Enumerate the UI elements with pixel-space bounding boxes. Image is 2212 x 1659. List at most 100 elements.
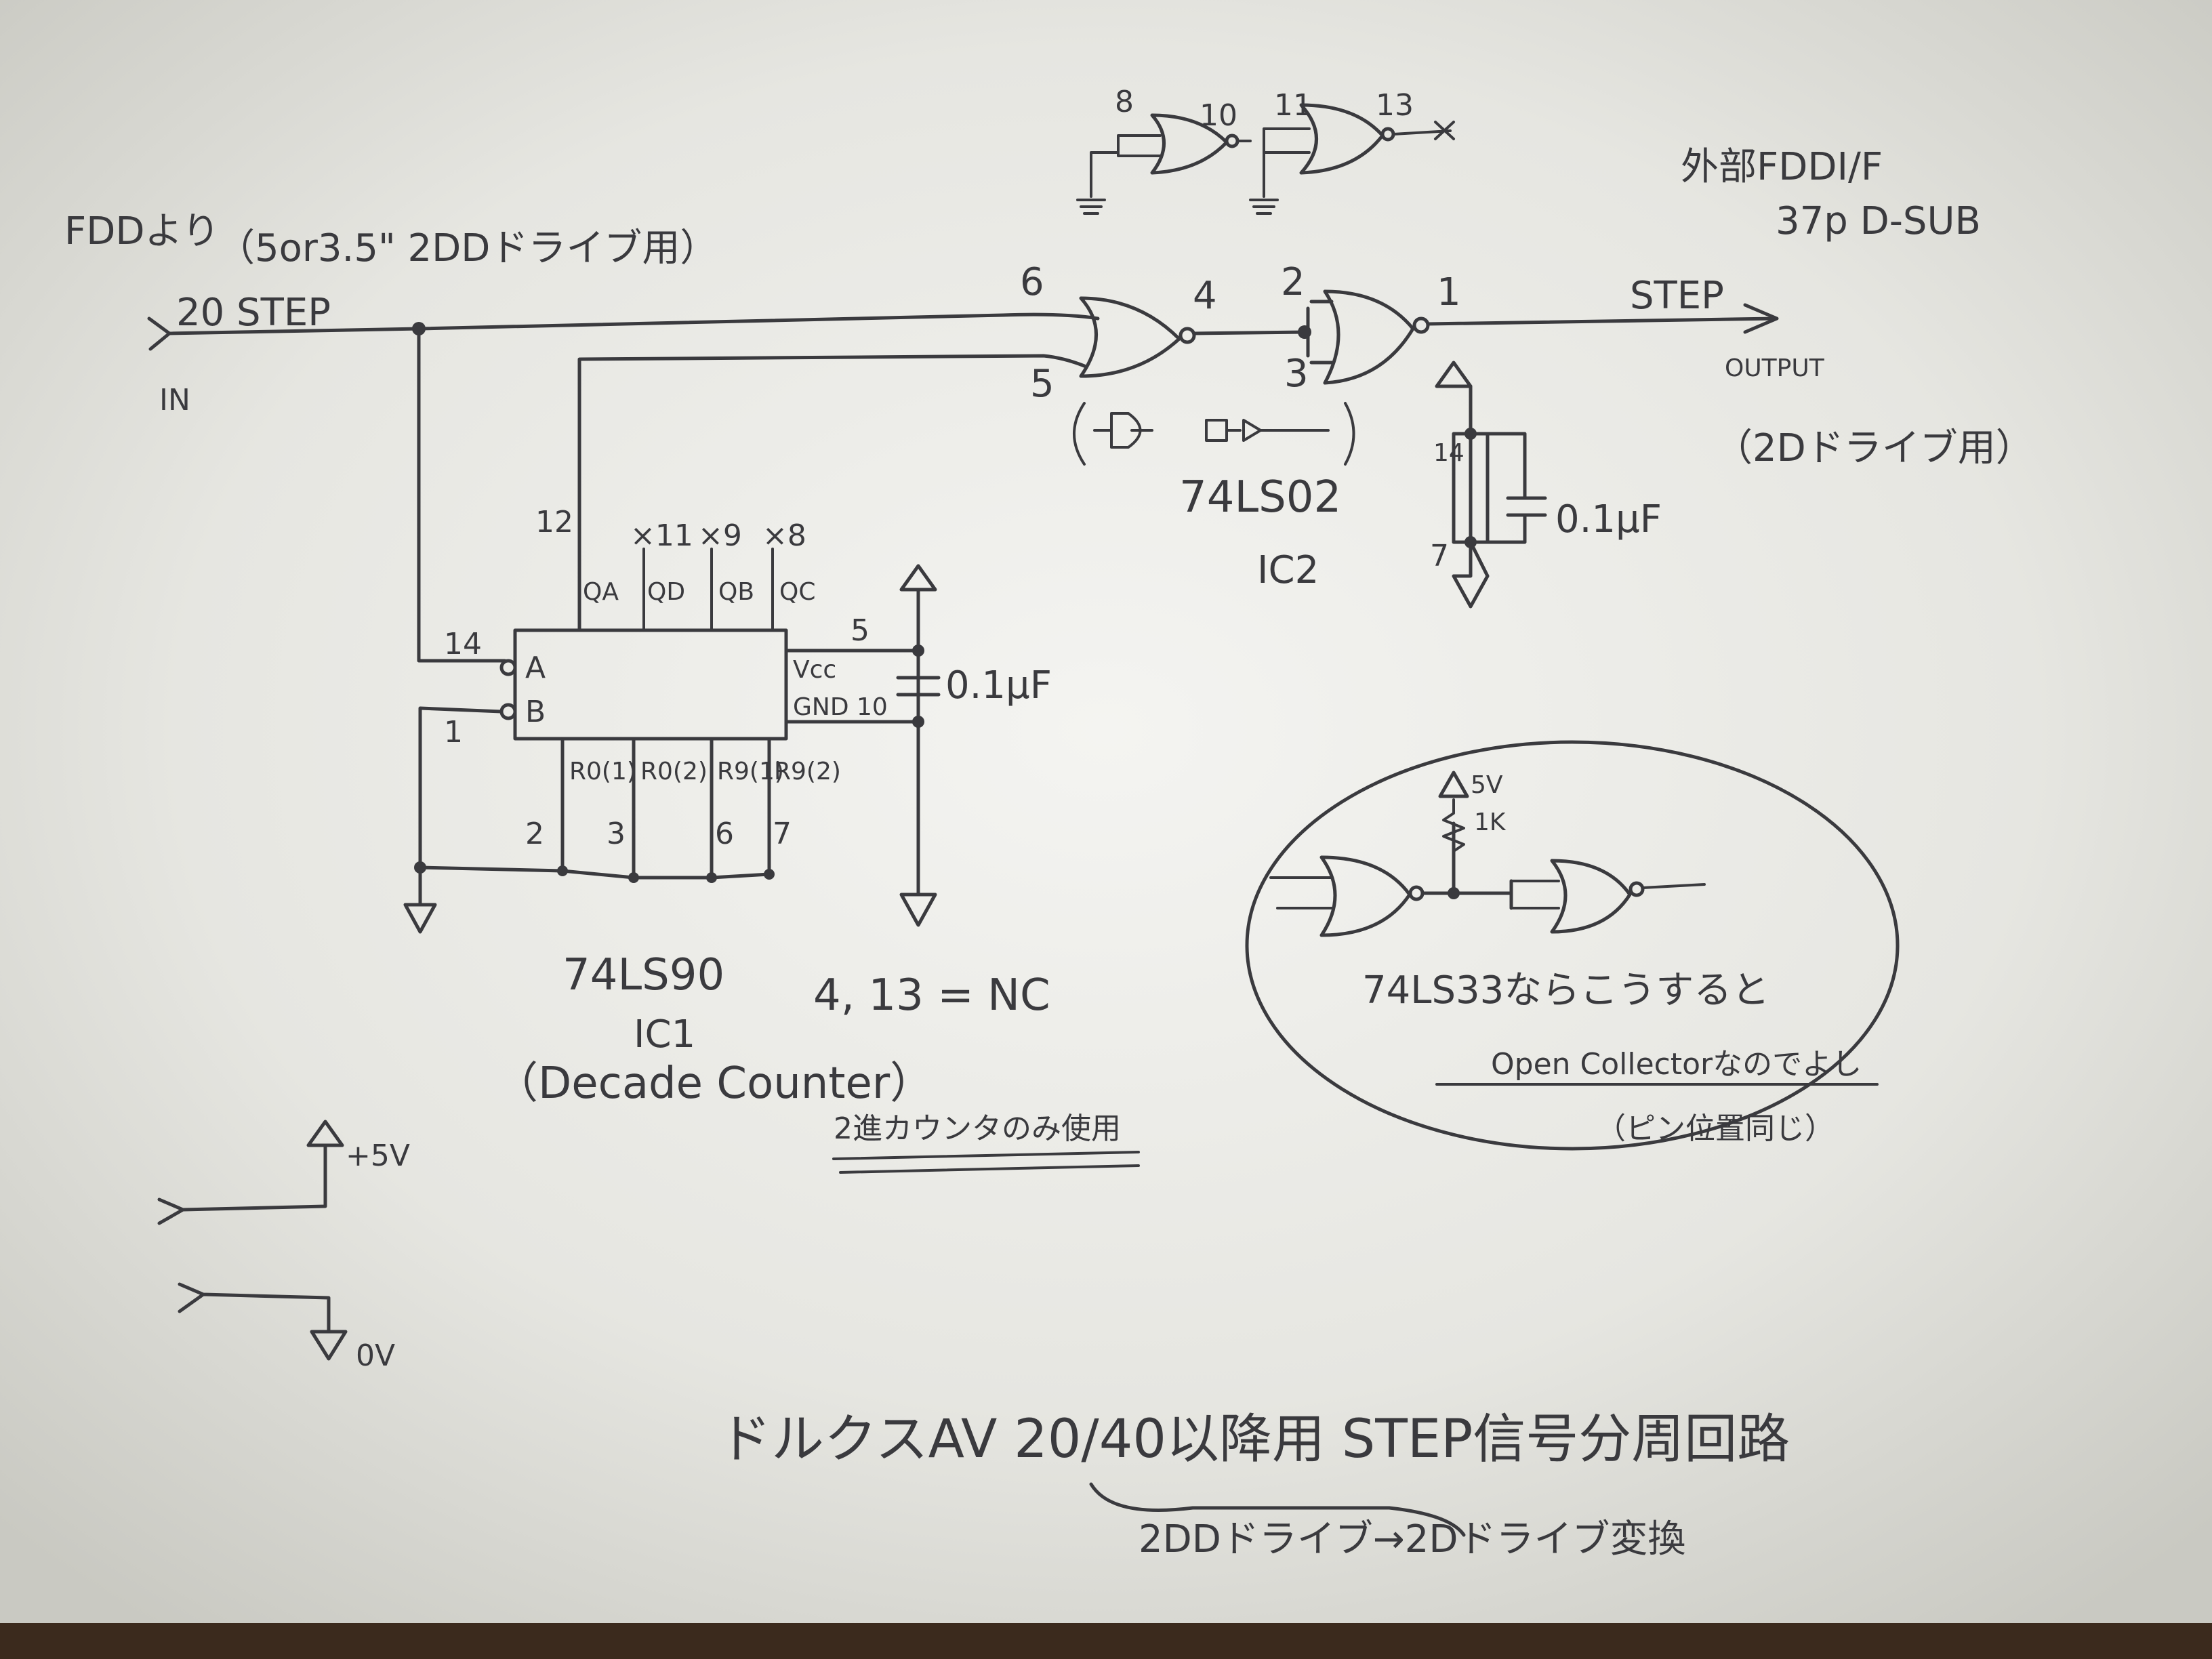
wire-gate1-to-gate2 — [1192, 330, 1310, 335]
ic2-pin-2: 2 — [1281, 260, 1305, 304]
alt-note-2: Open Collectorなのでよし — [1491, 1047, 1862, 1082]
ic1-r91-label: R9(1) — [717, 758, 784, 785]
ic1-gnd-label: GND 10 — [793, 693, 888, 721]
ic2-pin-5: 5 — [1030, 362, 1054, 406]
ic1-qd-label: QD — [647, 578, 685, 606]
ic1-usage-note: 2進カウンタのみ使用 — [834, 1111, 1121, 1146]
nor-gate-2 — [1309, 289, 1430, 385]
wire-qa-to-gate — [577, 354, 1086, 632]
ic1-cap — [896, 676, 941, 697]
junction-dot — [628, 872, 639, 883]
header-left-note: （5or3.5" 2DDドライブ用） — [217, 226, 718, 270]
ic1-pin-14: 14 — [444, 627, 482, 661]
ic2-pin-4: 4 — [1193, 274, 1217, 318]
junction-dot — [1448, 887, 1460, 899]
ic1-pin-6: 6 — [715, 817, 734, 851]
output-arrow — [1743, 303, 1779, 334]
header-right-line2: 37p D-SUB — [1776, 199, 1981, 243]
header-right-line1: 外部FDDI/F — [1681, 145, 1883, 189]
ic1-cap-label: 0.1μF — [945, 663, 1052, 708]
ic2-pin-8: 8 — [1115, 85, 1134, 119]
ic1-pin-5: 5 — [851, 613, 869, 648]
ic1-vcc-label: Vcc — [793, 656, 836, 684]
junction-dot — [1465, 536, 1477, 548]
subtitle-brace — [1089, 1482, 1466, 1537]
ic2-pin-11: 11 — [1274, 88, 1312, 123]
ic1-r01-label: R0(1) — [569, 758, 636, 785]
ic1-desc-label: （Decade Counter） — [495, 1059, 933, 1109]
ic2-part-label: 74LS02 — [1179, 472, 1341, 523]
ic1-r92-label: R9(2) — [774, 758, 841, 785]
input-label: IN — [159, 383, 190, 417]
alt-vcc-symbol — [1438, 771, 1469, 798]
ic1-reset-wiring — [418, 737, 771, 880]
ic1-pin-3: 3 — [607, 817, 626, 851]
ic1-r02-label: R0(2) — [640, 758, 708, 785]
ic1-pin-11: ×11 — [630, 518, 693, 553]
ic2-pin-13: 13 — [1376, 88, 1414, 123]
ic1-qb-label: QB — [718, 578, 754, 606]
ic1-pin-2: 2 — [525, 817, 544, 851]
junction-dot — [1298, 325, 1311, 339]
ic2-package-sketch — [1073, 402, 1355, 466]
wire-to-counter-a — [417, 327, 507, 663]
ic2-pin-7: 7 — [1430, 539, 1449, 573]
ic2-name-label: IC2 — [1257, 548, 1319, 592]
ic1-qc-label: QC — [779, 578, 815, 606]
paper-background — [0, 0, 2212, 1623]
ic1-pin-8: ×8 — [762, 518, 806, 553]
junction-dot — [706, 872, 717, 883]
junction-dot — [764, 869, 775, 880]
ic1-vcc-symbol — [899, 564, 937, 592]
ic2-pin-6: 6 — [1020, 260, 1044, 304]
ic1-nc-note: 4, 13 = NC — [813, 970, 1050, 1021]
ic1-name-label: IC1 — [634, 1012, 695, 1057]
alt-note-1: 74LS33ならこうすると — [1362, 968, 1769, 1012]
ic2-pin-3: 3 — [1284, 352, 1309, 396]
ic1-input-a-bubble — [499, 659, 517, 676]
alt-pullup-r: 1K — [1474, 808, 1507, 836]
ic1-part-label: 74LS90 — [562, 950, 724, 1000]
ic2-pin-1: 1 — [1437, 270, 1461, 314]
zero-v-connector — [178, 1282, 348, 1361]
output-note: （2Dドライブ用） — [1715, 426, 2034, 470]
ic1-power-wiring — [784, 588, 920, 897]
ic2-pin-10: 10 — [1200, 98, 1237, 133]
wire-qa-feedback-b — [418, 706, 504, 869]
alt-pullup-v: 5V — [1471, 771, 1503, 799]
ic1-qa-label: QA — [583, 578, 619, 606]
output-signal-label: STEP — [1630, 274, 1724, 318]
junction-dot — [557, 865, 568, 876]
unused-nor-gate-a — [1076, 113, 1252, 215]
alt-nor-gate — [1510, 859, 1706, 934]
junction-dot — [912, 716, 924, 728]
alt-note-3: （ピン位置同じ） — [1596, 1111, 1835, 1146]
ic1-pin-b-label: B — [525, 695, 546, 729]
ic1-left-gnd-symbol — [403, 865, 437, 934]
ic1-pin-a-label: A — [525, 651, 546, 685]
zero-v-label: 0V — [356, 1338, 395, 1373]
alt-pullup-resistor — [1442, 798, 1465, 853]
nor-gate-1 — [1079, 296, 1196, 378]
alt-wire — [1420, 821, 1513, 910]
output-wire — [1426, 316, 1778, 326]
ic1-pin-7: 7 — [773, 817, 792, 851]
ic1-pin-9: ×9 — [698, 518, 742, 553]
step-in-wire — [167, 312, 1100, 335]
junction-dot — [1465, 428, 1477, 440]
ic1-gnd-symbol — [899, 893, 937, 927]
plus5v-connector — [157, 1120, 344, 1225]
table-edge — [0, 1623, 2212, 1659]
alt-circuit-outline — [1245, 740, 1900, 1151]
ic1-body — [513, 628, 788, 741]
usage-note-underline — [832, 1151, 1140, 1174]
ic2-pin-14: 14 — [1433, 439, 1465, 467]
plus5v-label: +5V — [346, 1139, 410, 1173]
sheet-subtitle: 2DDドライブ→2Dドライブ変換 — [1139, 1517, 1686, 1561]
header-left-text: FDDより — [64, 209, 220, 253]
ic2-cap-label: 0.1μF — [1555, 497, 1662, 541]
junction-dot — [912, 644, 924, 657]
ic1-pin-1: 1 — [444, 715, 463, 750]
unused-nor-gate-b — [1249, 103, 1455, 215]
